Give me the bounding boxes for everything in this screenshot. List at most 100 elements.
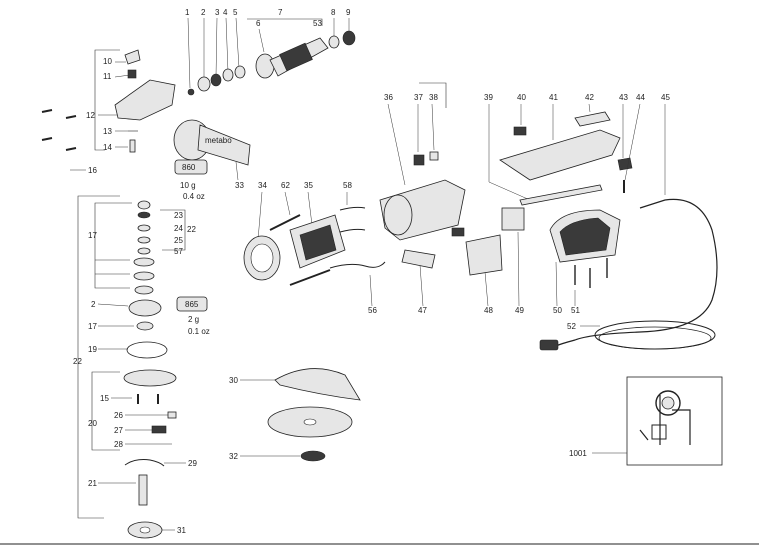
bevel-gear [128, 299, 162, 317]
handle-brand: metabo [205, 136, 232, 145]
flange-stack-group: 22 17 22 23 24 25 57 2 865 2 g 0.1 oz 17… [73, 195, 210, 539]
callout-31: 31 [177, 526, 186, 535]
screw-62b [289, 269, 331, 286]
callout-37: 37 [414, 93, 423, 102]
callout-16: 16 [88, 166, 97, 175]
grease-tube-small [176, 296, 208, 312]
ring-24 [137, 224, 151, 232]
bracket-7 [247, 18, 323, 26]
callout-22-outer: 22 [73, 357, 82, 366]
cord-coil [594, 320, 716, 350]
callout-2: 2 [201, 8, 206, 17]
callout-1001: 1001 [569, 449, 587, 458]
gear-head-group: 10 11 12 13 14 16 [41, 49, 176, 175]
callout-49: 49 [515, 306, 524, 315]
spindle-nut [187, 88, 195, 96]
grease-large-label: 860 [182, 163, 196, 172]
bracket-37-38 [419, 82, 447, 108]
part-40 [513, 126, 527, 136]
part-27 [151, 425, 167, 434]
callout-22-inner: 22 [187, 225, 196, 234]
callout-36: 36 [384, 93, 393, 102]
callout-21: 21 [88, 479, 97, 488]
callout-24: 24 [174, 224, 183, 233]
part-43 [617, 157, 633, 171]
handle-cover-group: 40 41 42 43 44 45 50 51 [499, 93, 670, 315]
callout-6: 6 [256, 19, 261, 28]
callout-19: 19 [88, 345, 97, 354]
grease-tube-large [174, 159, 208, 175]
callout-17-top: 17 [88, 231, 97, 240]
bracket-12 [94, 49, 120, 151]
callout-26: 26 [114, 411, 123, 420]
callout-2-gear: 2 [91, 300, 96, 309]
washer-a [222, 68, 234, 82]
fan-gear [255, 53, 275, 79]
stator-winding [299, 224, 337, 261]
pin-14 [129, 139, 136, 153]
bearing-flange [123, 369, 177, 387]
callout-8: 8 [331, 8, 336, 17]
handle-inner [559, 217, 611, 256]
grease-small-label: 865 [185, 300, 199, 309]
ring-17b [133, 271, 155, 281]
callout-1: 1 [185, 8, 190, 17]
callout-43: 43 [619, 93, 628, 102]
callout-41: 41 [549, 93, 558, 102]
motor-group: 34 62 35 58 56 [243, 181, 386, 315]
armature-winding [279, 42, 313, 72]
callout-42: 42 [585, 93, 594, 102]
bracket-22-inner [160, 209, 186, 251]
wires-58 [339, 206, 366, 233]
bearing-ring [210, 73, 222, 87]
callout-5: 5 [233, 8, 238, 17]
plug [539, 339, 559, 351]
callout-58: 58 [343, 181, 352, 190]
switch-49 [501, 207, 525, 231]
callout-45: 45 [661, 93, 670, 102]
wheel-guard [274, 368, 361, 401]
cover-strip-47 [401, 249, 436, 269]
callout-38: 38 [429, 93, 438, 102]
callout-44: 44 [636, 93, 645, 102]
callout-4: 4 [223, 8, 228, 17]
bearing-small [197, 76, 211, 92]
inset-frame [626, 376, 723, 466]
brush-holder-37 [413, 154, 425, 166]
callout-27: 27 [114, 426, 123, 435]
gear-housing [114, 79, 176, 121]
callout-62: 62 [281, 181, 290, 190]
callout-29: 29 [188, 459, 197, 468]
callout-20: 20 [88, 419, 97, 428]
callout-56: 56 [368, 306, 377, 315]
callout-51: 51 [571, 306, 580, 315]
bracket-20 [91, 371, 120, 451]
callout-12: 12 [86, 111, 95, 120]
cord-52 [555, 198, 718, 347]
ring-17d [136, 321, 154, 331]
grease-large-weight-g: 10 g [180, 181, 196, 190]
gasket-19 [126, 341, 168, 359]
callout-9: 9 [346, 8, 351, 17]
inset-1001: 1001 [569, 376, 723, 466]
callout-52: 52 [567, 322, 576, 331]
callout-33: 33 [235, 181, 244, 190]
bearing-9 [342, 30, 356, 46]
callout-35: 35 [304, 181, 313, 190]
top-armature-group: 1 2 3 4 5 6 7 53 8 9 [185, 8, 356, 96]
callout-23: 23 [174, 211, 183, 220]
grease-small-weight-oz: 0.1 oz [188, 327, 210, 336]
callout-7: 7 [278, 8, 283, 17]
screw-62 [269, 214, 301, 231]
motor-housing-cover-41 [499, 129, 621, 181]
washer-b [234, 65, 246, 79]
bearing-8 [328, 35, 340, 49]
callout-25: 25 [174, 236, 183, 245]
ring-22a [137, 200, 151, 210]
screws-16 [41, 109, 77, 151]
carbon-brush-38 [429, 151, 439, 161]
support-flange-32 [300, 450, 326, 462]
bracket-22-outer [77, 195, 120, 519]
callout-34: 34 [258, 181, 267, 190]
callout-48: 48 [484, 306, 493, 315]
